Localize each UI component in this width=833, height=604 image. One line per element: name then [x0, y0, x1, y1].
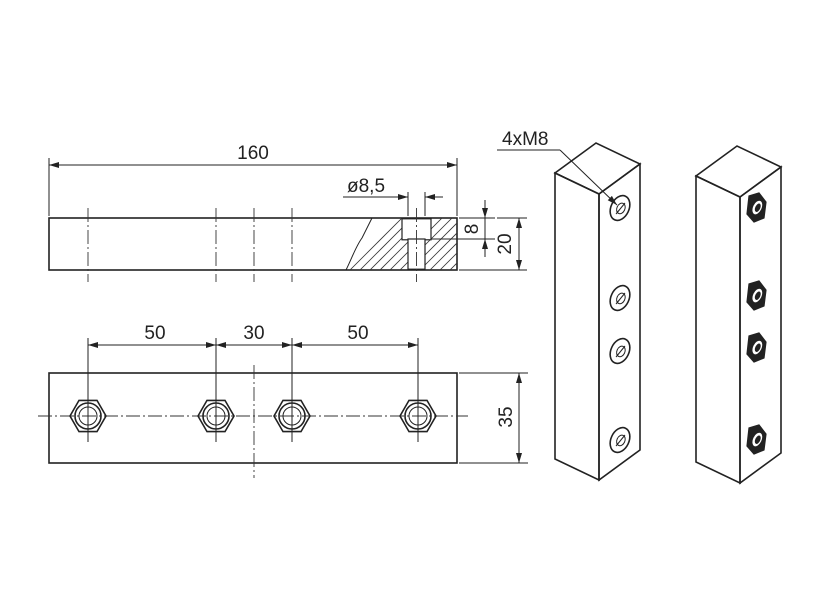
side-view-outline — [48, 217, 458, 271]
section-break-line — [345, 217, 373, 271]
iso-block-front-face — [695, 174, 741, 485]
top-view: 50 30 50 35 — [38, 323, 528, 478]
dim-spacing-3: 50 — [347, 323, 368, 344]
hex-nut-icon — [746, 280, 767, 311]
hex-nut-icon — [746, 424, 767, 455]
dim-length-160: 160 — [237, 143, 269, 164]
dim-thickness: 20 — [495, 233, 516, 254]
dim-hole-diameter: ø8,5 — [347, 176, 385, 197]
thread-callout: 4xM8 — [502, 129, 548, 150]
dim-spacing-1: 50 — [144, 323, 165, 344]
hex-nut-icon — [273, 390, 311, 442]
threaded-hole-icon — [609, 337, 631, 365]
hex-nut-icon — [69, 390, 107, 442]
threaded-hole-icon — [609, 426, 631, 454]
hex-nut-icon — [399, 390, 437, 442]
hex-nut-icon — [197, 390, 235, 442]
iso-block-plain-holes: 4xM8 — [497, 129, 642, 482]
dim-recess-depth: 8 — [462, 224, 483, 235]
hex-nut-icon — [746, 192, 767, 223]
iso-block-front-face — [554, 171, 600, 482]
top-view-outline — [48, 372, 458, 464]
dim-width: 35 — [496, 406, 517, 427]
side-view: 160 ø8,5 8 20 — [48, 143, 527, 282]
dim-spacing-2: 30 — [243, 323, 264, 344]
iso-block-side-face — [598, 162, 641, 482]
hex-nut-icon — [746, 332, 767, 363]
iso-block-top-face — [694, 145, 783, 198]
threaded-hole-icon — [609, 284, 631, 312]
iso-block-with-nuts — [694, 145, 783, 485]
threaded-hole-icon — [609, 194, 631, 222]
